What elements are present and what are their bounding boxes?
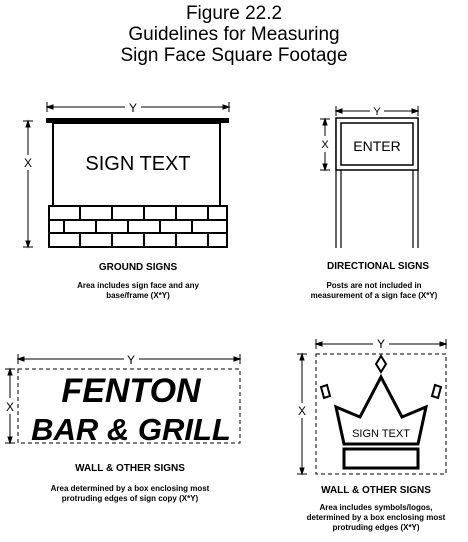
ground-desc-line-2: base/frame (X*Y) <box>106 291 170 300</box>
directional-sign-panel <box>340 122 414 166</box>
figure-title-line-2: Guidelines for Measuring <box>128 24 340 45</box>
directional-x-label: X <box>321 139 329 151</box>
figure-title-line-1: Figure 22.2 <box>185 3 283 24</box>
wall1-x-label: X <box>6 400 14 414</box>
wall2-desc-line-2: determined by a box enclosing most <box>306 513 446 522</box>
wall2-right-diamond <box>430 383 443 400</box>
directional-y-dimension <box>334 106 420 116</box>
wall1-desc-line-2: protruding edges of sign copy (X*Y) <box>61 494 199 503</box>
directional-sign: Y X ENTER <box>320 106 420 248</box>
directional-caption: DIRECTIONAL SIGNS <box>326 261 430 272</box>
wall2-y-dimension <box>314 339 448 349</box>
wall2-desc-line-1: Area includes symbols/logos, <box>319 503 433 512</box>
wall2-measurement-box <box>315 353 447 475</box>
wall1-measurement-box <box>17 368 241 444</box>
ground-sign: Y X SIGN TEXT <box>23 101 231 249</box>
ground-brick-base <box>48 205 228 248</box>
wall1-desc-line-1: Area determined by a box enclosing most <box>50 484 210 493</box>
wall2-caption: WALL & OTHER SIGNS <box>321 485 431 496</box>
wall2-left-diamond <box>319 383 332 400</box>
wall2-desc-line-3: protruding edges (X*Y) <box>332 523 420 532</box>
directional-x-dimension <box>320 117 330 172</box>
ground-y-label: Y <box>129 101 137 115</box>
wall-sign-logo: Y X SIGN TEXT <box>297 337 448 476</box>
ground-cap-bar <box>46 118 229 123</box>
wall-sign-fenton: Y X FENTON BAR & GRILL <box>5 353 242 447</box>
wall1-sign-copy-line-2: BAR & GRILL <box>31 412 231 447</box>
wall2-x-label: X <box>298 404 306 418</box>
wall1-caption: WALL & OTHER SIGNS <box>75 463 185 474</box>
ground-y-dimension <box>45 102 231 112</box>
wall2-crown-logo <box>333 373 429 446</box>
ground-caption: GROUND SIGNS <box>98 262 178 273</box>
ground-x-label: X <box>24 156 32 170</box>
wall2-x-dimension <box>297 352 307 476</box>
wall1-x-dimension <box>5 367 15 445</box>
ground-x-dimension <box>23 119 33 249</box>
directional-desc-line-1: Posts are not included in <box>326 281 422 290</box>
directional-y-label: Y <box>373 106 381 118</box>
figure-title-line-3: Sign Face Square Footage <box>120 45 348 66</box>
wall2-sign-text: SIGN TEXT <box>352 428 410 440</box>
wall2-top-diamond <box>374 354 388 374</box>
ground-sign-text: SIGN TEXT <box>85 153 190 175</box>
wall1-sign-copy-line-1: FENTON <box>61 372 202 410</box>
directional-desc-line-2: measurement of a sign face (X*Y) <box>310 291 438 300</box>
wall2-y-label: Y <box>377 337 385 351</box>
wall1-y-dimension <box>16 354 242 364</box>
wall1-y-label: Y <box>127 353 135 367</box>
directional-sign-text: ENTER <box>353 138 400 154</box>
wall2-crown-band <box>342 447 420 470</box>
ground-desc-line-1: Area includes sign face and any <box>77 281 199 290</box>
